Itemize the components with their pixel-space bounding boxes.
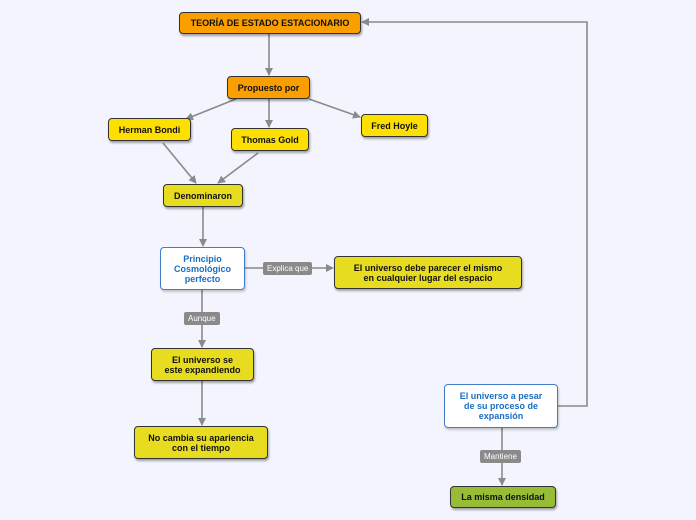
node-hoyle[interactable]: Fred Hoyle (361, 114, 428, 137)
node-apariencia[interactable]: No cambia su apariencia con el tiempo (134, 426, 268, 459)
node-densidad[interactable]: La misma densidad (450, 486, 556, 508)
node-parecer[interactable]: El universo debe parecer el mismo en cua… (334, 256, 522, 289)
edge-label-aunque: Aunque (184, 312, 220, 325)
node-expandiendo[interactable]: El universo se este expandiendo (151, 348, 254, 381)
node-gold[interactable]: Thomas Gold (231, 128, 309, 151)
edge-bondi-denominaron (162, 142, 197, 184)
node-expansion[interactable]: El universo a pesar de su proceso de exp… (444, 384, 558, 428)
edge-label-mantiene: Mantiene (480, 450, 521, 463)
node-propuesto[interactable]: Propuesto por (227, 76, 310, 99)
node-principio[interactable]: Principio Cosmológico perfecto (160, 247, 245, 290)
node-bondi[interactable]: Herman Bondi (108, 118, 191, 141)
node-denominaron[interactable]: Denominaron (163, 184, 243, 207)
edge-propuesto-bondi (185, 98, 237, 121)
edge-expansion-teoria (361, 18, 588, 407)
edge-gold-denominaron (217, 152, 259, 184)
edge-label-explica: Explica que (263, 262, 313, 275)
edge-propuesto-hoyle (308, 98, 361, 119)
node-teoria[interactable]: TEORÍA DE ESTADO ESTACIONARIO (179, 12, 361, 34)
